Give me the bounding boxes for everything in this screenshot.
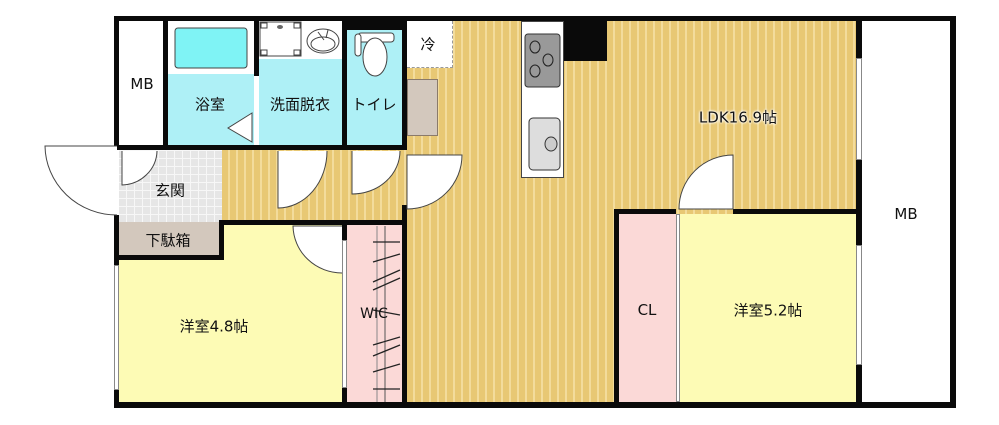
wall-ldk-mb-low bbox=[856, 365, 862, 408]
label-bedroom-west: 洋室4.8帖 bbox=[179, 317, 249, 336]
bath-door-icon bbox=[227, 112, 253, 143]
bedroom-east-door-swing-icon bbox=[678, 154, 734, 210]
fridge-space bbox=[407, 21, 453, 68]
label-entrance: 玄関 bbox=[154, 181, 186, 200]
label-mb-left: MB bbox=[130, 75, 154, 93]
hanger-icons bbox=[372, 241, 401, 390]
label-bedroom-east: 洋室5.2帖 bbox=[733, 301, 803, 320]
label-ldk: LDK16.9帖 bbox=[698, 108, 778, 127]
wall-ldk-mb-mid bbox=[856, 160, 862, 245]
wall-bath-wash bbox=[254, 16, 259, 76]
label-mb-right: MB bbox=[894, 205, 918, 223]
stove-icon bbox=[524, 33, 561, 88]
label-wic: WIC bbox=[360, 306, 388, 322]
label-closet: CL bbox=[637, 301, 657, 319]
ldk-door-swing-icon bbox=[406, 154, 463, 210]
room-shoe-cabinet-fill bbox=[119, 222, 219, 255]
wall-wic-left bbox=[342, 220, 347, 240]
toilet-door-swing-icon bbox=[351, 150, 401, 195]
wash-door-swing-icon bbox=[277, 150, 328, 209]
room-bedroom-east bbox=[679, 214, 856, 402]
wall-kitchen-block bbox=[564, 16, 607, 61]
window-ldk-east bbox=[856, 58, 862, 160]
wall-shoe-side bbox=[219, 220, 224, 257]
wall-top bbox=[114, 16, 956, 21]
wall-bedroom-top bbox=[219, 220, 407, 225]
wall-mb-left-divider bbox=[163, 16, 168, 150]
wall-left-bottom bbox=[114, 390, 119, 408]
bedroom-west-door-swing-icon bbox=[292, 225, 343, 274]
wall-toilet-top bbox=[347, 16, 402, 30]
wall-shoe-bottom bbox=[114, 255, 224, 260]
sliding-door-wic bbox=[342, 240, 347, 388]
wall-wic-right bbox=[402, 205, 407, 408]
wall-wet-bottom bbox=[119, 145, 407, 150]
room-closet bbox=[619, 214, 677, 402]
wall-cl-left bbox=[614, 209, 619, 408]
wall-east-room-top bbox=[733, 209, 862, 214]
wall-left-upper bbox=[114, 16, 119, 150]
wall-bottom bbox=[114, 402, 956, 408]
bathtub-icon bbox=[174, 27, 248, 69]
wall-left-lower bbox=[114, 215, 119, 265]
wall-toilet-ldk bbox=[402, 16, 407, 150]
room-mb-right bbox=[862, 21, 950, 402]
label-fridge: 冷 bbox=[420, 35, 436, 54]
label-toilet: トイレ bbox=[351, 95, 397, 114]
toilet-bowl-icon bbox=[362, 37, 388, 77]
wall-wic-left-bottom bbox=[342, 388, 347, 408]
window-east-room bbox=[856, 245, 862, 365]
wall-ldk-mb bbox=[856, 16, 862, 58]
entrance-door-swing-icon bbox=[44, 145, 118, 216]
sliding-door-cl bbox=[676, 214, 680, 402]
label-bathroom: 浴室 bbox=[194, 95, 226, 114]
sink-icon bbox=[306, 28, 340, 54]
window-west bbox=[114, 265, 119, 390]
counter-storage bbox=[407, 79, 438, 136]
mb-door-swing-icon bbox=[121, 150, 158, 186]
room-mb-left bbox=[119, 21, 164, 145]
label-washroom: 洗面脱衣 bbox=[269, 95, 331, 114]
wall-cl-top bbox=[614, 209, 676, 214]
wall-right bbox=[950, 16, 956, 408]
wall-wash-toilet bbox=[342, 16, 347, 150]
label-shoe-cabinet: 下駄箱 bbox=[145, 231, 191, 250]
